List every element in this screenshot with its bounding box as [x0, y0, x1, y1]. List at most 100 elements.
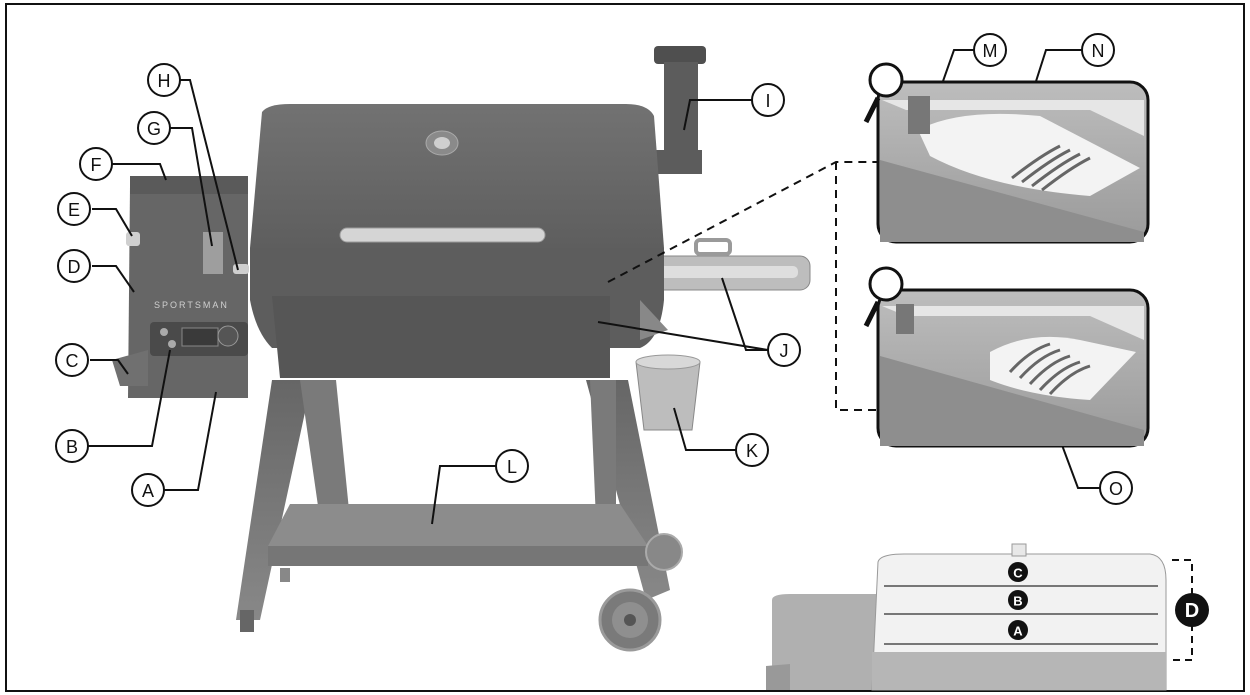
inset-bottom-bracket: [896, 304, 914, 334]
rear-wheel: [645, 533, 683, 571]
leader-B: [88, 349, 171, 447]
grease-panel: [272, 296, 610, 378]
baffle-slots-bottom: [1008, 342, 1091, 396]
rack-label-D: D: [1185, 600, 1199, 622]
prime-button: [168, 340, 176, 348]
callout-label-G: G: [147, 119, 161, 139]
grease-bucket-rim: [635, 354, 701, 370]
callout-J: J: [767, 333, 801, 367]
rack-marker-C: [1008, 562, 1028, 582]
brand-label: SPORTSMAN: [154, 300, 229, 310]
leader-H: [180, 79, 239, 271]
callout-label-J: J: [780, 341, 789, 361]
callout-K: K: [735, 433, 769, 467]
lid-handle: [339, 227, 546, 243]
chimney-cap: [654, 46, 706, 64]
bottom-shelf-edge: [268, 546, 648, 566]
grease-bucket: [635, 361, 701, 431]
control-dial: [217, 325, 239, 347]
callout-A: A: [131, 473, 165, 507]
rack-lines: [884, 585, 1158, 645]
inset-top: [876, 80, 1150, 244]
leader-C: [90, 359, 129, 375]
callout-label-D: D: [68, 257, 81, 277]
rack-diagram-hopper: [772, 594, 880, 690]
callout-label-A: A: [142, 481, 154, 501]
control-display: [181, 327, 219, 347]
leader-J2: [721, 277, 768, 351]
magnifier-icon: [863, 266, 904, 328]
rear-right-leg: [590, 380, 616, 520]
grill-lid: [250, 104, 664, 248]
front-wheel-axle: [624, 614, 636, 626]
callout-label-F: F: [91, 155, 102, 175]
callout-label-I: I: [765, 91, 770, 111]
rack-label-C: C: [1013, 566, 1023, 581]
inset-top-front: [880, 160, 1144, 242]
leader-J1: [597, 321, 769, 351]
zoom-indicator: [607, 161, 878, 411]
callout-label-L: L: [507, 457, 517, 477]
rear-left-leg: [300, 380, 350, 520]
callouts: A B C D E F G H I J K L M N O: [55, 33, 1133, 507]
rack-marker-D: [1175, 593, 1209, 627]
leader-A: [164, 391, 217, 491]
rack-marker-B: [1008, 590, 1028, 610]
callout-label-H: H: [158, 71, 171, 91]
rack-marker-A: [1008, 620, 1028, 640]
rack-diagram-shelf: [766, 664, 790, 690]
callout-M: M: [973, 33, 1007, 67]
leader-I: [683, 99, 752, 131]
hopper-window: [203, 232, 223, 274]
rear-foot: [280, 568, 290, 582]
callout-label-E: E: [68, 200, 80, 220]
leader-K: [673, 407, 736, 451]
callout-G: G: [137, 111, 171, 145]
leader-G: [170, 127, 213, 247]
rack-diagram-barrel: [872, 652, 1166, 690]
callout-H: H: [147, 63, 181, 97]
rack-label-A: A: [1013, 624, 1023, 639]
callout-O: O: [1099, 471, 1133, 505]
rack-diagram-chimney: [1011, 543, 1027, 557]
magnifier-icon: [863, 62, 904, 124]
page-border: [5, 3, 1245, 692]
inset-top-backwall: [882, 100, 1144, 136]
grill-illustration: SPORTSMAN: [112, 46, 811, 652]
callout-L: L: [495, 449, 529, 483]
baffle-slots-top: [1011, 144, 1091, 192]
rack-label-B: B: [1013, 594, 1022, 609]
inset-bottom: [876, 288, 1150, 448]
callout-label-O: O: [1109, 479, 1123, 499]
front-foot: [240, 610, 254, 632]
lid-emblem-center: [434, 137, 450, 149]
callout-N: N: [1081, 33, 1115, 67]
inset-bottom-backwall: [882, 306, 1144, 340]
leader-E: [92, 208, 133, 237]
callout-label-N: N: [1092, 41, 1105, 61]
leader-L: [431, 465, 496, 525]
callout-label-M: M: [983, 41, 998, 61]
leader-D: [92, 265, 135, 293]
callout-D: D: [57, 249, 91, 283]
callout-label-C: C: [66, 351, 79, 371]
rack-position-diagram: C B A D: [766, 543, 1209, 691]
inset-top-bracket: [908, 96, 930, 134]
front-left-leg: [236, 380, 312, 620]
callout-E: E: [57, 192, 91, 226]
hopper-handle: [126, 232, 140, 246]
callout-F: F: [79, 147, 113, 181]
side-shelf-handle: [694, 238, 732, 256]
leader-F: [112, 163, 167, 181]
callout-label-B: B: [66, 437, 78, 457]
callout-C: C: [55, 343, 89, 377]
callout-I: I: [751, 83, 785, 117]
hopper-lid: [130, 176, 248, 194]
bottom-shelf: [268, 504, 648, 546]
hopper-latch: [233, 264, 249, 274]
callout-label-K: K: [746, 441, 758, 461]
heat-baffle-top: [918, 113, 1140, 196]
inset-bottom-front: [880, 356, 1144, 446]
